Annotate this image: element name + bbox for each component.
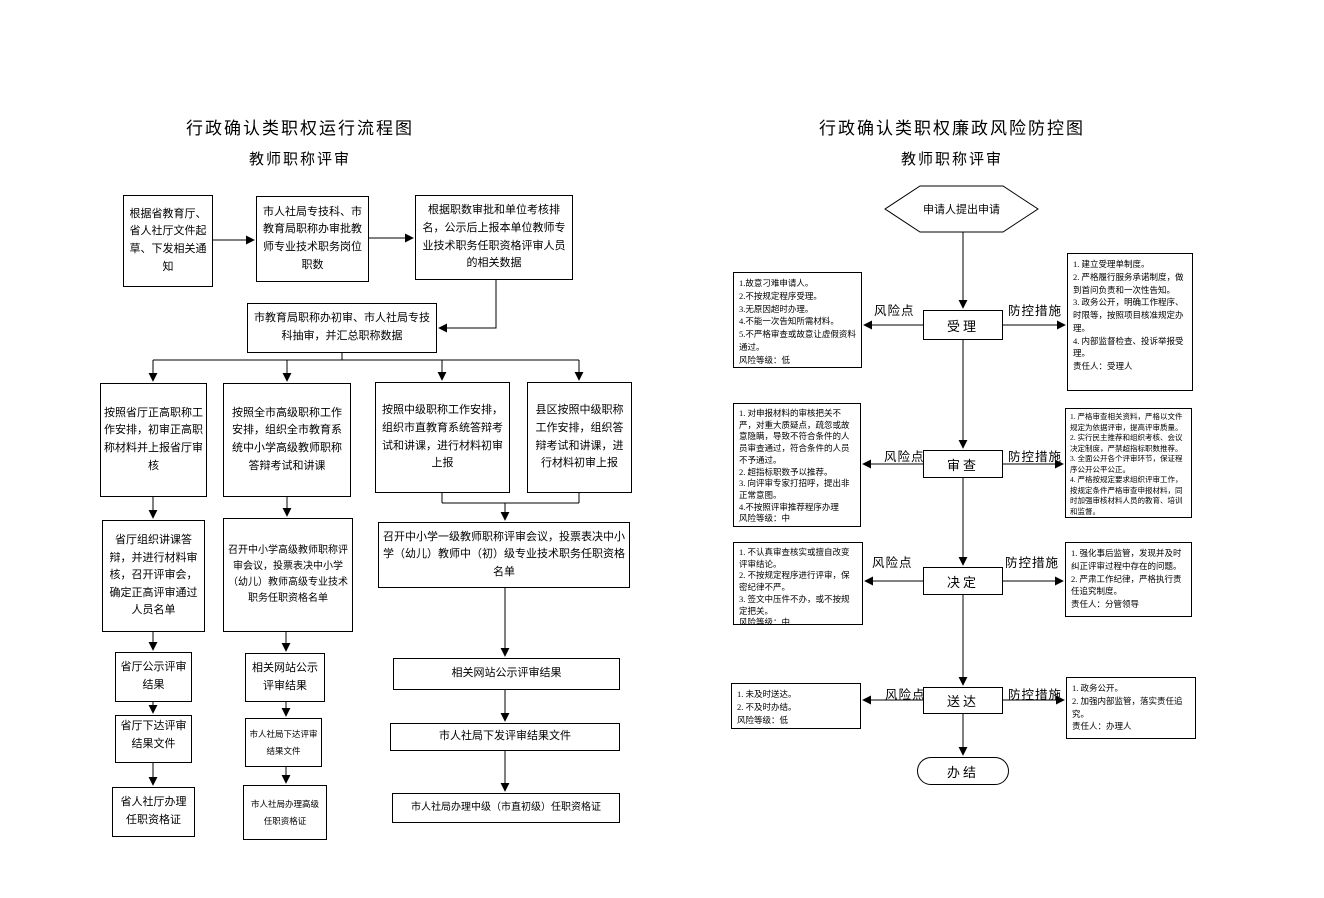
node-city-certificate-senior: 市人社局办理高级任职资格证 [243, 785, 327, 840]
risk-level-shouli: 风险等级：低 [739, 354, 791, 365]
control-box-jueding: 1. 强化事后监管，发现并及时纠正评审过程中存在的问题。 2. 严肃工作纪律，严… [1065, 542, 1192, 617]
control-box-songda: 1. 政务公开。 2. 加强内部监管，落实责任追究。 责任人：办理人 [1066, 677, 1196, 739]
control-box-shouli: 1. 建立受理单制度。 2. 严格履行服务承诺制度，做到首问负责和一次性告知。 … [1067, 253, 1193, 391]
risk-level-songda: 风险等级：低 [737, 714, 789, 725]
risk-level-shencha: 风险等级：中 [739, 513, 791, 524]
risk-items-shouli: 1.故意刁难申请人。 2.不按规定程序受理。 3.无原因超时办理。 4.不能一次… [739, 278, 856, 352]
control-label-shouli: 防控措施 [1008, 304, 1063, 318]
risk-point-label-shencha: 风险点 [884, 450, 925, 464]
node-website-publicity-intermediate: 相关网站公示评审结果 [393, 658, 620, 690]
node-branch-zhenggao: 按照省厅正高职称工作安排，初审正高职称材料并上报省厅审核 [100, 383, 207, 497]
risk-items-songda: 1. 未及时送达。 2. 不及时办结。 [737, 689, 797, 712]
control-box-shencha: 1. 严格审查相关资料，严格以文件规定为依据评审，提高评审质量。 2. 实行民主… [1065, 408, 1192, 518]
risk-box-jueding: 1. 不认真审查核实或擅自改变评审结论。 2. 不按规定程序进行评审，保密纪律不… [733, 542, 863, 625]
node-website-publicity-senior: 相关网站公示评审结果 [245, 653, 325, 702]
stage-shencha: 审查 [923, 450, 1003, 478]
node-city-issue-result-senior: 市人社局下达评审结果文件 [245, 718, 322, 767]
left-diagram-title: 行政确认类职权运行流程图 [186, 119, 414, 138]
responsible-songda: 责任人：办理人 [1072, 721, 1132, 732]
node-city-issue-result-intermediate: 市人社局下发评审结果文件 [390, 723, 620, 751]
right-diagram-title: 行政确认类职权廉政风险防控图 [819, 119, 1085, 138]
stage-shouli: 受理 [923, 310, 1003, 340]
node-branch-intermediate-county: 县区按照中级职称工作安排，组织答辩考试和讲课，进行材料初审上报 [527, 382, 632, 493]
end-node: 办结 [917, 757, 1009, 785]
control-items-shencha: 1. 严格审查相关资料，严格以文件规定为依据评审，提高评审质量。 2. 实行民主… [1070, 412, 1183, 516]
node-initial-review-summary: 市教育局职称办初审、市人社局专技科抽审，并汇总职称数据 [247, 303, 437, 353]
node-province-publicity: 省厅公示评审结果 [115, 652, 192, 702]
start-hexagon [884, 185, 1039, 233]
control-label-shencha: 防控措施 [1008, 450, 1063, 464]
left-diagram-subtitle: 教师职称评审 [248, 152, 351, 168]
responsible-jueding: 责任人：分管领导 [1071, 599, 1140, 609]
right-diagram-subtitle: 教师职称评审 [900, 152, 1003, 168]
control-label-songda: 防控措施 [1008, 688, 1063, 702]
node-draft-notice: 根据省教育厅、省人社厅文件起草、下发相关通知 [123, 195, 213, 287]
node-province-issue-result: 省厅下达评审结果文件 [115, 715, 192, 763]
stage-songda: 送达 [923, 687, 1003, 714]
node-approve-post-quota: 市人社局专技科、市教育局职称办审批教师专业技术职务岗位职数 [256, 196, 369, 282]
risk-point-label-jueding: 风险点 [872, 556, 913, 570]
node-province-certificate: 省人社厅办理任职资格证 [112, 787, 195, 837]
node-senior-review-meeting: 召开中小学高级教师职称评审会议，投票表决中小学（幼儿）教师高级专业技术职务任职资… [223, 518, 353, 632]
node-report-candidate-data: 根据职数审批和单位考核排名，公示后上报本单位教师专业技术职务任职资格评审人员的相… [415, 195, 573, 280]
risk-point-label-songda: 风险点 [885, 688, 926, 702]
responsible-shencha: 责任人：科室负责人 [1070, 517, 1187, 518]
node-city-certificate-intermediate: 市人社局办理中级（市直初级）任职资格证 [392, 793, 620, 823]
risk-point-label-shouli: 风险点 [874, 304, 915, 318]
node-branch-senior: 按照全市高级职称工作安排，组织全市教育系统中小学高级教师职称答辩考试和讲课 [223, 383, 351, 497]
responsible-shouli: 责任人：受理人 [1073, 361, 1133, 371]
control-items-shouli: 1. 建立受理单制度。 2. 严格履行服务承诺制度，做到首问负责和一次性告知。 … [1073, 259, 1184, 359]
stage-jueding: 决定 [923, 567, 1003, 595]
control-items-songda: 1. 政务公开。 2. 加强内部监管，落实责任追究。 [1072, 683, 1183, 719]
control-label-jueding: 防控措施 [1005, 556, 1060, 570]
node-province-review-meeting: 省厅组织讲课答辩，并进行材料审核，召开评审会，确定正高评审通过人员名单 [102, 520, 205, 632]
risk-box-shencha: 1. 对申报材料的审核把关不严，对重大质疑点，疏忽或故意隐瞒，导致不符合条件的人… [733, 403, 861, 527]
risk-box-shouli: 1.故意刁难申请人。 2.不按规定程序受理。 3.无原因超时办理。 4.不能一次… [733, 272, 862, 368]
risk-level-jueding: 风险等级：中 [739, 617, 791, 625]
control-items-jueding: 1. 强化事后监管，发现并及时纠正评审过程中存在的问题。 2. 严肃工作纪律，严… [1071, 548, 1182, 597]
risk-items-jueding: 1. 不认真审查核实或擅自改变评审结论。 2. 不按规定程序进行评审，保密纪律不… [739, 547, 850, 616]
risk-items-shencha: 1. 对申报材料的审核把关不严，对重大质疑点，疏忽或故意隐瞒，导致不符合条件的人… [739, 408, 850, 512]
risk-box-songda: 1. 未及时送达。 2. 不及时办结。 风险等级：低 [731, 683, 861, 729]
node-intermediate-review-meeting: 召开中小学一级教师职称评审会议，投票表决中小学（幼儿）教师中（初）级专业技术职务… [378, 522, 630, 588]
node-branch-intermediate-city: 按照中级职称工作安排，组织市直教育系统答辩考试和讲课，进行材料初审上报 [375, 382, 510, 493]
start-node-label: 申请人提出申请 [923, 204, 1000, 216]
